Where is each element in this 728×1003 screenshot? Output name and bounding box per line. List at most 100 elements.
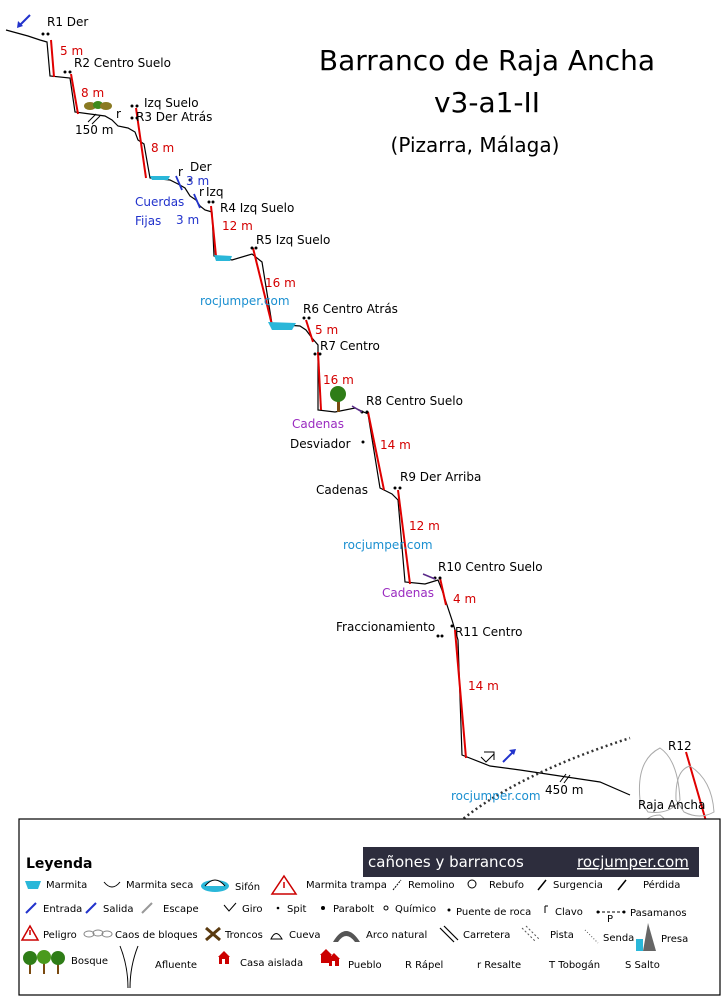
canyon-profile-line	[5, 29, 631, 796]
rebufo-icon	[467, 879, 477, 889]
legend-casa-aislada: Casa aislada	[240, 958, 303, 969]
legend-puente-de-roca: Puente de roca	[456, 907, 531, 918]
quimico-icon	[383, 905, 389, 911]
legend-rebufo: Rebufo	[489, 880, 524, 891]
resalte-label-3: r	[199, 185, 204, 199]
watermark-1: rocjumper.com	[200, 294, 290, 308]
pasamanos-icon: P	[596, 910, 626, 925]
sifon-icon	[201, 879, 229, 892]
casa-aislada-icon	[218, 951, 230, 964]
title-line-2: v3-a1-II	[434, 86, 540, 119]
legend-carretera: Carretera	[463, 930, 510, 941]
legend-afluente: Afluente	[155, 960, 197, 971]
marmita-trampa-icon	[270, 874, 298, 895]
legend-entrada: Entrada	[43, 904, 82, 915]
drop-11-label: 4 m	[453, 592, 476, 606]
legend-presa: Presa	[661, 934, 688, 945]
pista-icon	[521, 925, 541, 943]
legend-tobogan: T Tobogán	[548, 959, 600, 971]
legend-perdida: Pérdida	[643, 879, 680, 891]
exit-arrow-icon	[502, 749, 516, 763]
legend-surgencia: Surgencia	[553, 880, 603, 891]
drop-7-label: 5 m	[315, 323, 338, 337]
anchor-r11-label: R11 Centro	[455, 625, 523, 639]
entry-arrow-icon	[17, 14, 31, 28]
legend-caos-de-bloques: Caos de bloques	[115, 930, 198, 941]
legend-salida: Salida	[103, 904, 134, 915]
anchor-r1-label: R1 Der	[47, 15, 88, 29]
distance-150-label: 150 m	[75, 123, 113, 137]
marmita-icon	[25, 881, 41, 889]
legend-sifon: Sifón	[235, 881, 260, 893]
watermark-3: rocjumper.com	[451, 789, 541, 803]
chains-label-2: Cadenas	[316, 483, 368, 497]
arco-natural-icon	[333, 931, 360, 942]
legend-resalte: r Resalte	[477, 960, 521, 971]
anchor-r12-label: R12	[668, 739, 692, 753]
anchor-izq-suelo-label: Izq Suelo	[144, 96, 199, 110]
legend-troncos: Troncos	[224, 930, 263, 941]
svg-text:P: P	[607, 914, 613, 925]
spit-icon	[276, 906, 280, 910]
break-mark-icon	[87, 113, 101, 125]
cueva-icon	[270, 933, 283, 940]
anchor-der-label: Der	[190, 160, 212, 174]
drop-5-label: 12 m	[222, 219, 253, 233]
surgencia-icon	[537, 879, 547, 891]
drop-10-label: 12 m	[409, 519, 440, 533]
legend-heading: Leyenda	[26, 856, 92, 872]
resalte-label-1: r	[116, 107, 121, 121]
drop-2-label: 8 m	[81, 86, 104, 100]
road-break-icon	[559, 773, 571, 784]
bosque-icon	[23, 950, 65, 974]
escape-icon	[141, 902, 153, 914]
track-line	[444, 736, 631, 836]
legend-cueva: Cueva	[289, 930, 321, 941]
giro-icon	[223, 902, 237, 912]
anchor-r2-label: R2 Centro Suelo	[74, 56, 171, 70]
legend-remolino: Remolino	[408, 880, 455, 891]
resalte-label-2: r	[178, 165, 183, 179]
fixed-ropes	[175, 175, 201, 209]
chains	[351, 405, 436, 580]
legend-spit: Spit	[287, 904, 306, 915]
drop-8-label: 16 m	[323, 373, 354, 387]
title-line-3: (Pizarra, Málaga)	[391, 133, 560, 157]
marmita-seca-icon	[103, 881, 121, 888]
anchor-r7-label: R7 Centro	[320, 339, 380, 353]
legend-marmita-seca: Marmita seca	[126, 880, 193, 891]
anchor-r5-label: R5 Izq Suelo	[256, 233, 330, 247]
drop-1-label: 5 m	[60, 44, 83, 58]
legend-banner-right: rocjumper.com	[577, 853, 689, 871]
anchor-r3-label: R3 Der Atrás	[136, 110, 212, 124]
parabolt-icon	[321, 906, 325, 910]
drop-4-label: 3 m	[186, 174, 209, 188]
legend-parabolt: Parabolt	[333, 904, 374, 915]
legend-pueblo: Pueblo	[348, 960, 382, 971]
drop-6-label: 16 m	[265, 276, 296, 290]
legend-arco-natural: Arco natural	[366, 930, 427, 941]
legend-marmita: Marmita	[46, 880, 87, 891]
legend: Leyenda cañones y barrancos rocjumper.co…	[18, 818, 721, 996]
watermark-2: rocjumper.com	[343, 538, 433, 552]
rappel-lines	[50, 39, 709, 829]
deviation-label: Desviador	[290, 437, 351, 451]
fixed-rope-length-label: 3 m	[176, 213, 199, 227]
fixed-ropes-label: Cuerdas	[135, 195, 184, 209]
legend-banner	[363, 847, 699, 877]
anchor-r4-label: R4 Izq Suelo	[220, 201, 294, 215]
afluente-icon	[119, 945, 139, 989]
troncos-icon	[205, 926, 221, 942]
legend-rapel: R Rápel	[405, 959, 443, 971]
clavo-icon	[544, 905, 548, 913]
fractionation-label: Fraccionamiento	[336, 620, 435, 634]
legend-marmita-trampa: Marmita trampa	[306, 880, 387, 891]
legend-salto: S Salto	[625, 960, 660, 971]
presa-icon	[636, 923, 656, 951]
legend-senda: Senda	[603, 933, 634, 944]
legend-quimico: Químico	[395, 903, 436, 915]
drop-9-label: 14 m	[380, 438, 411, 452]
carretera-icon	[439, 925, 459, 943]
tree-icon	[330, 386, 346, 412]
